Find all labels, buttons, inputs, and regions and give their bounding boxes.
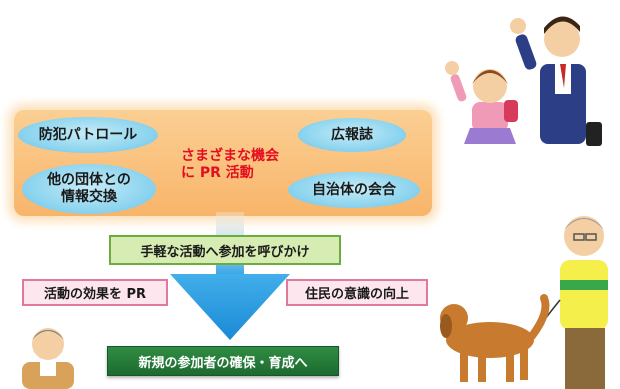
waving-people-illustration xyxy=(445,16,602,146)
center-line-2: に PR 活動 xyxy=(181,165,254,181)
exchange-line-1: 他の団体との xyxy=(47,172,131,188)
center-line-1: さまざまな機会 xyxy=(181,148,279,164)
dog-figure xyxy=(440,294,550,382)
exchange-label: 他の団体との 情報交換 xyxy=(47,172,131,206)
result-box: 新規の参加者の確保・育成へ xyxy=(107,346,339,376)
exchange-ellipse: 他の団体との 情報交換 xyxy=(22,164,156,214)
effect-pr-label: 活動の効果を PR xyxy=(43,287,147,302)
call-to-join-box: 手軽な活動へ参加を呼びかけ xyxy=(109,235,341,265)
awareness-box: 住民の意識の向上 xyxy=(286,279,428,306)
man-figure xyxy=(510,16,602,146)
council-label: 自治体の会合 xyxy=(312,181,396,198)
call-to-join-label: 手軽な活動へ参加を呼びかけ xyxy=(140,244,310,260)
patrol-ellipse: 防犯パトロール xyxy=(18,117,158,153)
funnel-arrow xyxy=(170,212,290,340)
exchange-line-2: 情報交換 xyxy=(61,189,117,205)
center-label: さまざまな機会 に PR 活動 xyxy=(181,148,279,182)
result-label: 新規の参加者の確保・育成へ xyxy=(138,355,308,371)
girl-figure xyxy=(445,61,518,144)
awareness-label: 住民の意識の向上 xyxy=(304,287,409,302)
effect-pr-box: 活動の効果を PR xyxy=(22,279,168,306)
newsletter-ellipse: 広報誌 xyxy=(298,118,406,152)
dog-walker-illustration xyxy=(440,216,608,389)
newsletter-label: 広報誌 xyxy=(331,126,373,143)
patrol-label: 防犯パトロール xyxy=(38,126,138,143)
council-ellipse: 自治体の会合 xyxy=(288,172,420,208)
resident-man-illustration xyxy=(22,328,74,389)
